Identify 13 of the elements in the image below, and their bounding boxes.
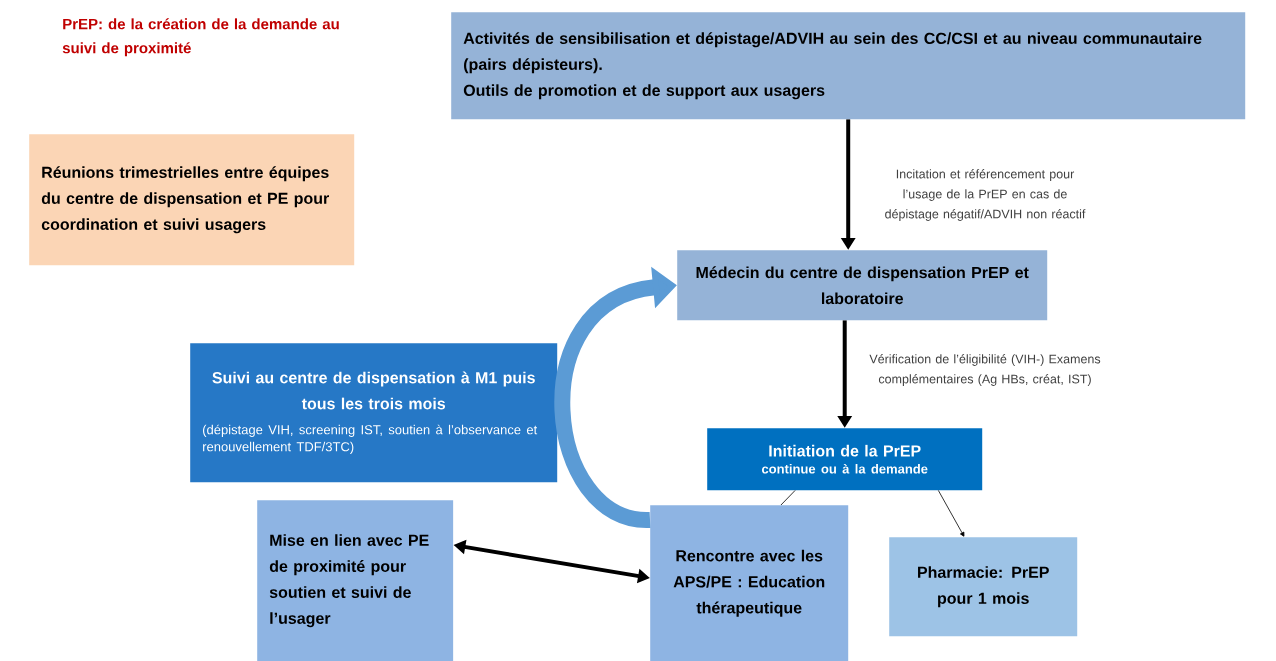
edge-label: Vérification de l’éligibilité (VIH-) Examens complémentaires (Ag HBs, créat, IST)	[864, 353, 1106, 387]
connector-line	[780, 490, 796, 506]
process-box: Mise en lien avec PE de proximité pour soutien et suivi de l’usager	[257, 500, 454, 661]
edge-label: Incitation et référencement pour l’usage de la PrEP en cas de dépistage négatif/ADVIH non réactif	[874, 168, 1096, 222]
note-box: Réunions trimestrielles entre équipes du centre de dispensation et PE pour coordination et suivi usagers	[29, 134, 355, 266]
process-box: Suivi au centre de dispensation à M1 puis tous les trois mois (dépistage VIH, screening IST, soutien à l’observance et renouvellement TDF/3TC)	[190, 343, 558, 483]
process-box: Activités de sensibilisation et dépistage/ADVIH au sein des CC/CSI et au niveau communautaire (pairs dépisteurs). Outils de promotion et de support aux usagers	[451, 12, 1246, 120]
process-box: Médecin du centre de dispensation PrEP et laboratoire	[677, 250, 1048, 321]
process-box: Rencontre avec les APS/PE : Education thérapeutique	[650, 505, 849, 661]
process-box: Initiation de la PrEP continue ou à la demande	[707, 428, 983, 491]
arrow	[937, 490, 965, 537]
title: PrEP: de la création de la demande au suivi de proximité	[62, 18, 339, 57]
process-box: Pharmacie: PrEP pour 1 mois	[889, 537, 1078, 637]
